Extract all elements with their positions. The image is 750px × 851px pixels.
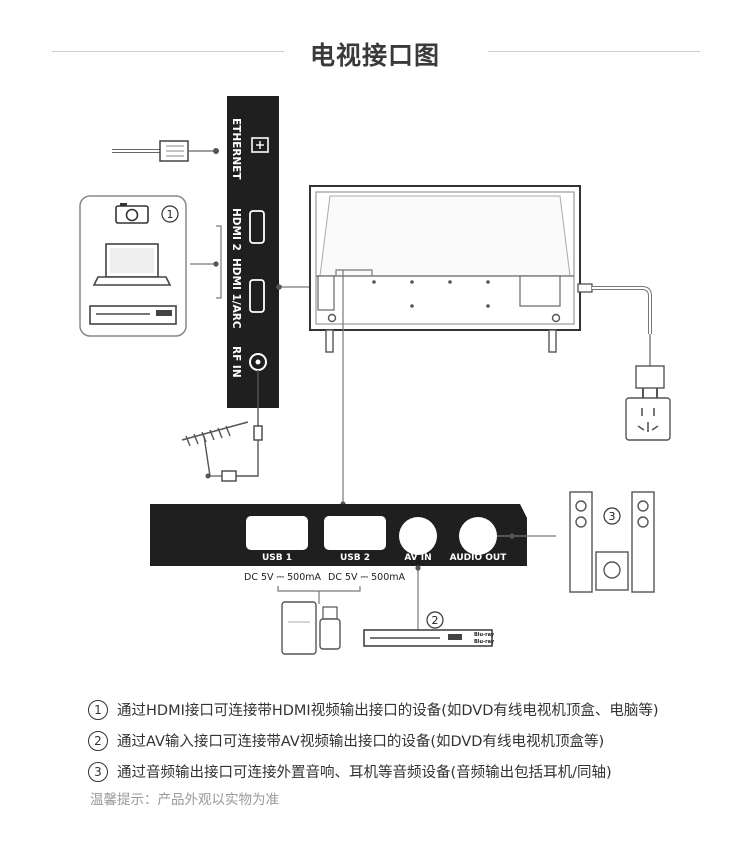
disclaimer-tip: 温馨提示：产品外观以实物为准 [90,792,279,808]
tv-side-panel: ETHERNET HDMI 2 HDMI 1/ARC RF IN [227,96,279,408]
usb2-port-icon [324,516,386,550]
badge-3-label: 3 [609,510,616,523]
note-item-3: 3 通过音频输出接口可连接外置音响、耳机等音频设备(音频输出包括耳机/同轴) [88,756,728,787]
usb1-port-icon [246,516,308,550]
ethernet-port-icon [251,137,269,153]
note-number-3: 3 [88,761,108,782]
badge-1-label: 1 [167,208,174,221]
note-number-1: 1 [88,699,108,720]
antenna-cable [205,370,263,482]
ethernet-label: ETHERNET [230,118,242,180]
hdmi1-label: HDMI 1/ARC [230,258,242,329]
audio-out-label: AUDIO OUT [450,553,508,563]
note-text-3: 通过音频输出接口可连接外置音响、耳机等音频设备(音频输出包括耳机/同轴) [117,765,612,781]
antenna-icon [181,421,249,477]
page-title: 电视接口图 [309,41,440,70]
badge-2-label: 2 [432,614,439,627]
hdmi1-port-icon [249,279,265,313]
rf-label: RF IN [230,346,242,378]
ethernet-cable [112,140,219,162]
usb2-power-label: DC 5V ⎓ 500mA [328,572,406,583]
dvd-player-icon [89,305,177,325]
badge-3 [603,507,621,525]
hdmi2-port-icon [249,210,265,244]
title-line-left [52,51,284,52]
badge-2 [426,611,444,629]
badge-1 [161,205,179,223]
av-in-port-icon [399,517,437,555]
title-row: 电视接口图 [0,30,750,80]
usb-hard-drive-icon [281,601,317,655]
note-item-2: 2 通过AV输入接口可连接带AV视频输出接口的设备(如DVD有线电视机顶盒等) [88,725,728,756]
hdmi-device-group: 1 [79,195,187,337]
usb1-label: USB 1 [262,553,292,563]
usb1-power-label: DC 5V ⎓ 500mA [244,572,322,583]
bluray-brand-top: Blu-ray [474,632,495,638]
power-socket-icon [625,397,671,441]
hdmi2-label: HDMI 2 [230,208,242,251]
av-in-label: AV IN [404,553,431,563]
tv-bottom-panel: USB 1 USB 2 AV IN AUDIO OUT [150,504,527,566]
title-line-right [488,51,700,52]
notes-list: 1 通过HDMI接口可连接带HDMI视频输出接口的设备(如DVD有线电视机顶盒、… [88,694,728,787]
laptop-icon [92,243,172,286]
usb-flash-drive-icon [319,606,341,650]
usb2-label: USB 2 [340,553,370,563]
audio-out-port-icon [459,517,497,555]
note-item-1: 1 通过HDMI接口可连接带HDMI视频输出接口的设备(如DVD有线电视机顶盒、… [88,694,728,725]
camera-icon [115,203,149,224]
bluray-brand-bottom: Blu-ray [474,639,495,645]
note-text-1: 通过HDMI接口可连接带HDMI视频输出接口的设备(如DVD有线电视机顶盒、电脑… [117,703,659,719]
speaker-system-icon [569,491,655,593]
tv-back-illustration [309,185,581,353]
connection-diagram: ETHERNET HDMI 2 HDMI 1/ARC RF IN 1 [79,96,671,655]
bluray-player-icon: Blu-ray Blu-ray [363,629,495,647]
note-number-2: 2 [88,730,108,751]
note-text-2: 通过AV输入接口可连接带AV视频输出接口的设备(如DVD有线电视机顶盒等) [117,734,605,750]
power-cable [577,283,665,398]
